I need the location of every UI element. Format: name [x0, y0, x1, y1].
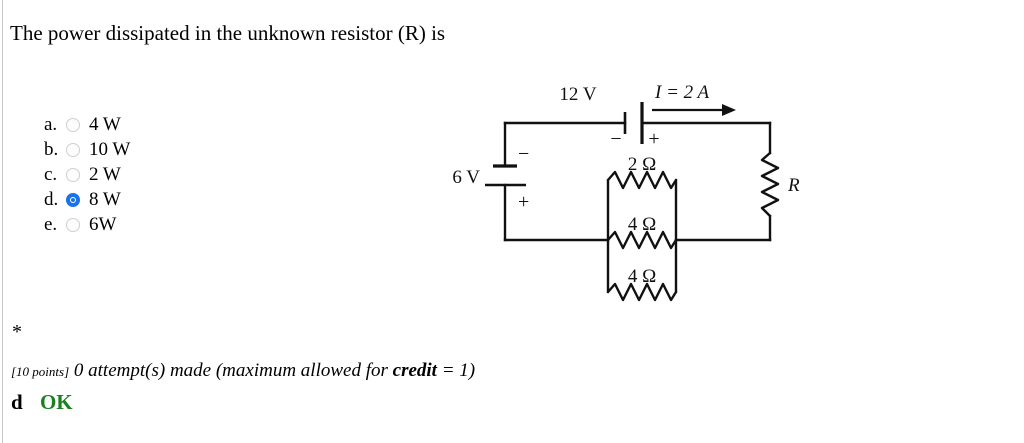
attempt-text-first: 0 attempt(s) made (maximum allowed for: [73, 360, 393, 381]
option-label-c: 2 W: [89, 163, 121, 185]
page-left-border: [2, 0, 3, 443]
radio-option-d[interactable]: [66, 192, 80, 207]
submitted-answer: d: [11, 390, 23, 414]
option-letter-c: c.: [44, 163, 58, 185]
resistor-R-zigzag: [760, 151, 780, 218]
option-letter-d: d.: [44, 188, 59, 210]
option-letter-e: e.: [44, 213, 58, 235]
radio-option-b[interactable]: [66, 142, 80, 157]
resistor-4ohm-a-zigzag: [606, 230, 678, 250]
option-label-e: 6W: [89, 213, 117, 235]
label-6v: 6 V: [452, 167, 480, 188]
option-row-d[interactable]: d. 8 W: [44, 187, 130, 212]
resistor-2ohm-zigzag: [606, 170, 678, 190]
current-arrow-head: [722, 104, 736, 116]
label-resistor-R: R: [787, 175, 800, 196]
radio-option-c[interactable]: [66, 167, 80, 182]
label-12v-minus: −: [610, 128, 621, 150]
radio-option-a[interactable]: [66, 117, 80, 132]
label-6v-plus: +: [518, 191, 529, 213]
label-resistor-2ohm: 2 Ω: [628, 154, 656, 175]
option-label-d: 8 W: [89, 188, 121, 210]
status-badge: OK: [39, 390, 73, 414]
option-row-c[interactable]: c. 2 W: [44, 162, 130, 187]
label-6v-minus: −: [518, 143, 529, 165]
required-asterisk: *: [12, 321, 22, 343]
credit-word: credit: [392, 360, 437, 381]
result-line: d OK: [11, 390, 73, 415]
question-prompt: The power dissipated in the unknown resi…: [10, 21, 446, 45]
circuit-diagram: 12 V − + I = 2 A 6 V − + 2 Ω: [430, 78, 830, 313]
attempt-status-line: [10 points] 0 attempt(s) made (maximum a…: [11, 360, 475, 382]
label-12v: 12 V: [559, 84, 596, 105]
label-12v-plus: +: [648, 128, 659, 150]
answer-options-list: a. 4 W b. 10 W c. 2 W d. 8 W e. 6W: [44, 112, 130, 237]
points-badge: [10 points]: [11, 364, 70, 379]
label-current: I = 2 A: [654, 82, 710, 103]
option-letter-a: a.: [44, 113, 58, 135]
option-letter-b: b.: [44, 138, 59, 160]
attempt-text-second: = 1): [436, 360, 476, 381]
radio-option-e[interactable]: [66, 217, 80, 232]
option-label-b: 10 W: [89, 138, 131, 160]
option-row-e[interactable]: e. 6W: [44, 212, 130, 237]
option-row-a[interactable]: a. 4 W: [44, 112, 130, 137]
option-row-b[interactable]: b. 10 W: [44, 137, 130, 162]
resistor-4ohm-b-zigzag: [606, 282, 678, 302]
label-resistor-4ohm-a: 4 Ω: [628, 214, 656, 235]
label-resistor-4ohm-b: 4 Ω: [628, 266, 656, 287]
option-label-a: 4 W: [89, 113, 121, 135]
